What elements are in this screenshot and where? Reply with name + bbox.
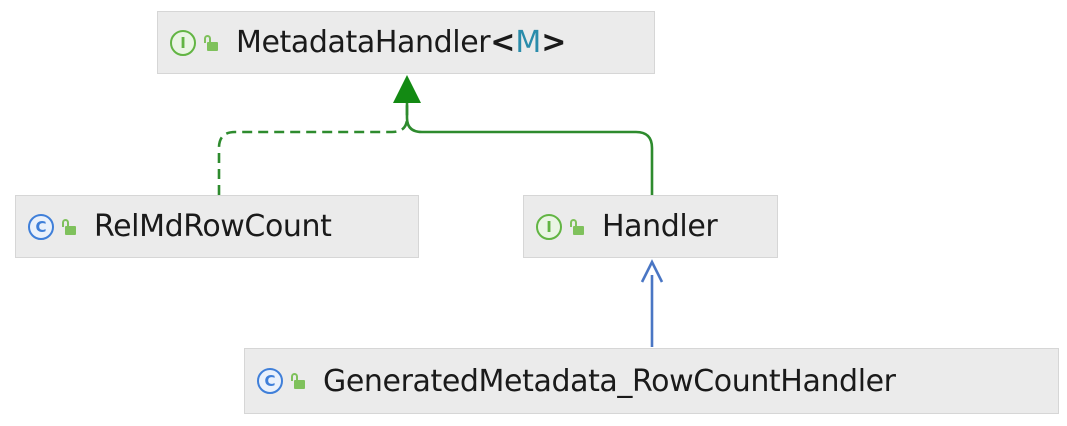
type-close-bracket: >: [541, 25, 567, 60]
edge-relmd-to-metadata-handler: [217, 100, 409, 195]
node-handler[interactable]: I Handler: [523, 195, 778, 258]
arrowhead-metadata-handler: [393, 75, 421, 103]
node-name: GeneratedMetadata_RowCountHandler: [323, 363, 896, 399]
node-rel-md-row-count[interactable]: C RelMdRowCount: [15, 195, 419, 258]
public-lock-icon: [291, 373, 305, 389]
node-metadata-handler[interactable]: I MetadataHandler<M>: [157, 11, 655, 74]
type-open-bracket: <: [490, 25, 516, 60]
class-icon: C: [257, 368, 283, 394]
class-icon: C: [28, 213, 54, 240]
node-generated-metadata-row-count-handler[interactable]: C GeneratedMetadata_RowCountHandler: [244, 348, 1059, 414]
interface-icon: I: [170, 29, 196, 56]
type-parameter: M: [515, 25, 542, 60]
public-lock-icon: [204, 34, 218, 51]
node-name: Handler: [602, 209, 718, 244]
node-title: MetadataHandler<M>: [236, 25, 566, 60]
node-name: RelMdRowCount: [94, 209, 332, 244]
interface-icon: I: [536, 213, 562, 240]
public-lock-icon: [62, 218, 76, 235]
edge-handler-to-metadata-handler: [405, 100, 654, 195]
node-name: MetadataHandler: [236, 25, 491, 60]
arrowhead-handler: [640, 259, 664, 283]
public-lock-icon: [570, 218, 584, 235]
